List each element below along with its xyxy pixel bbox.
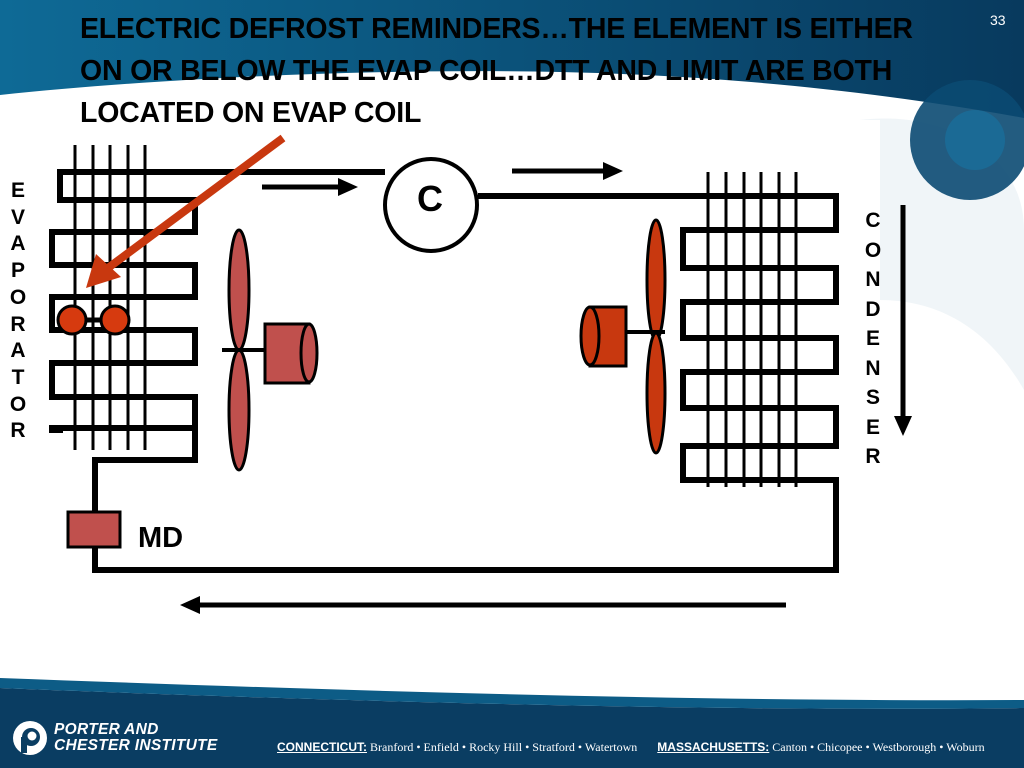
- evaporator-letter: O: [9, 392, 27, 416]
- liquid-line: [92, 485, 839, 573]
- town: Westborough: [872, 740, 937, 754]
- evaporator-letter: P: [10, 259, 25, 283]
- town: Canton: [772, 740, 807, 754]
- condenser-letter: O: [864, 238, 882, 262]
- footer-bar: [0, 688, 1024, 768]
- institute-logo-icon: [13, 721, 47, 755]
- condenser-letter: N: [865, 356, 881, 380]
- separator: •: [416, 740, 421, 754]
- town: Enfield: [423, 740, 459, 754]
- watermark-circle-inner: [945, 110, 1005, 170]
- condenser-label: C O N D E N S E R: [861, 206, 885, 472]
- condenser-fins: [706, 172, 798, 487]
- evaporator-letter: O: [9, 285, 27, 309]
- evaporator-fan-motor: [263, 322, 319, 385]
- footer-accent: [0, 678, 1024, 709]
- evaporator-letter: T: [11, 365, 25, 389]
- evaporator-letter: E: [10, 179, 25, 202]
- town: Watertown: [584, 740, 638, 754]
- dtt-dot: [56, 304, 88, 336]
- separator: •: [577, 740, 583, 754]
- slide-number: 33: [990, 12, 1006, 28]
- institute-brand: PORTER AND CHESTER INSTITUTE: [54, 722, 218, 754]
- state-ct: CONNECTICUT:: [277, 740, 367, 754]
- evaporator-letter: A: [10, 339, 26, 363]
- evaporator-label: E V A P O R A T O R: [6, 178, 30, 445]
- condenser-letter: S: [865, 386, 880, 409]
- metering-device: [66, 510, 122, 549]
- town: Woburn: [946, 740, 985, 754]
- campus-locations: CONNECTICUT: Branford • Enfield • Rocky …: [277, 740, 985, 755]
- compressor-circle: [383, 157, 479, 253]
- flow-arrows: [180, 162, 912, 614]
- condenser-coil: [478, 193, 839, 485]
- state-ma: MASSACHUSETTS:: [657, 740, 770, 754]
- top-banner: [0, 0, 1024, 118]
- metering-device-label: MD: [138, 522, 184, 554]
- brand-line-2: CHESTER INSTITUTE: [54, 737, 218, 754]
- condenser-letter: E: [865, 327, 880, 350]
- condenser-letter: C: [865, 209, 881, 232]
- evaporator-letter: A: [10, 232, 26, 256]
- separator: •: [939, 740, 944, 754]
- brand-line-1: PORTER AND: [54, 721, 159, 738]
- slide-title: ELECTRIC DEFROST REMINDERS…THE ELEMENT I…: [80, 13, 913, 129]
- evaporator-letter: V: [10, 205, 25, 229]
- separator: •: [865, 740, 870, 754]
- pointer-arrow: [86, 134, 286, 288]
- town: Stratford: [532, 740, 575, 754]
- separator: •: [461, 740, 467, 754]
- condenser-letter: N: [865, 268, 881, 291]
- evaporator-coil: [49, 169, 385, 512]
- evaporator-fins: [73, 145, 147, 450]
- separator: •: [809, 740, 815, 754]
- condenser-fan-motor: [579, 305, 628, 368]
- condenser-letter: R: [865, 445, 881, 468]
- separator: •: [525, 740, 530, 754]
- limit-dot: [99, 304, 131, 336]
- evaporator-letter: R: [10, 419, 26, 443]
- evaporator-fan: [222, 228, 272, 472]
- evaporator-letter: R: [10, 312, 26, 336]
- condenser-fan: [615, 218, 667, 455]
- condenser-letter: E: [865, 415, 880, 439]
- town: Chicopee: [817, 740, 863, 754]
- condenser-letter: D: [865, 297, 881, 321]
- town: Rocky Hill: [469, 740, 523, 754]
- town: Branford: [370, 740, 414, 754]
- compressor-label: C: [417, 178, 443, 219]
